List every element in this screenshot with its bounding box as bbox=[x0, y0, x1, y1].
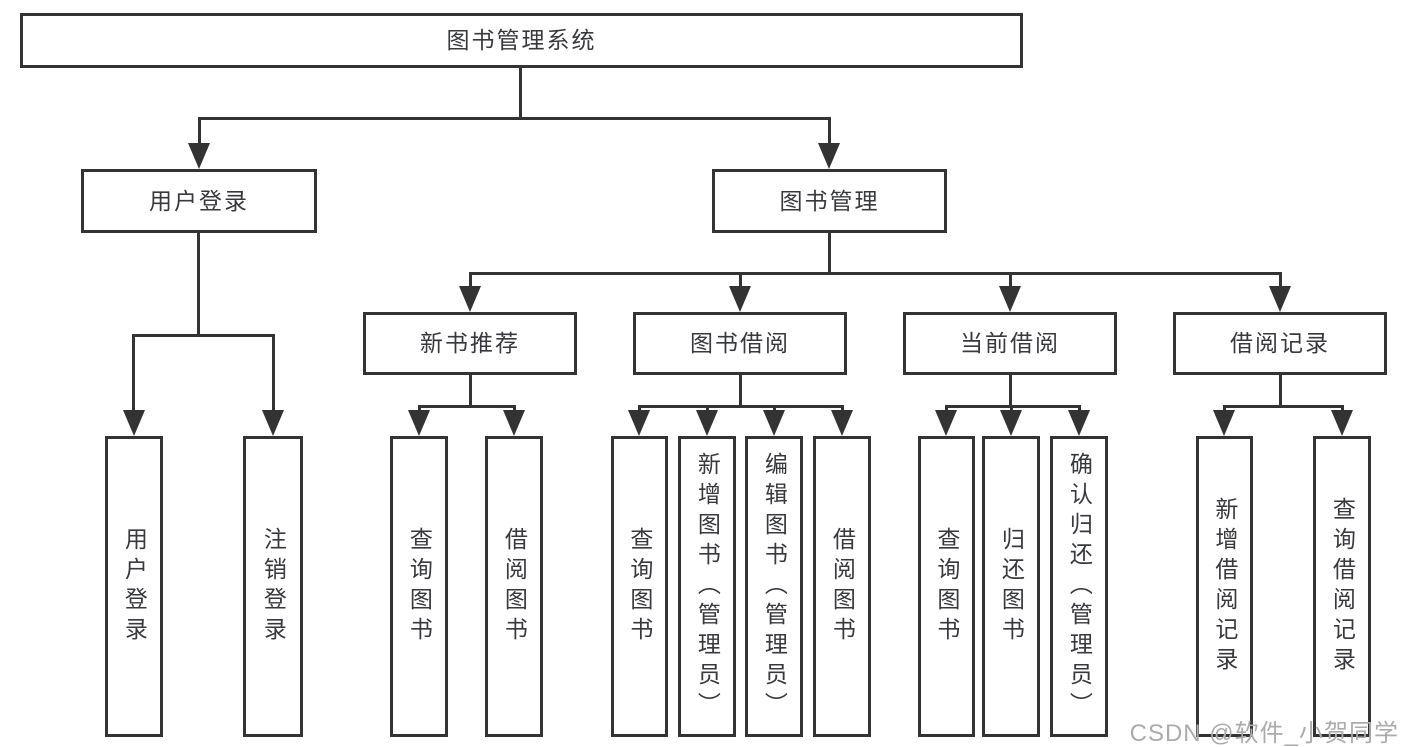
leaf-add-book-admin: 新增图书（管理员） bbox=[678, 436, 736, 737]
arrow-down-icon bbox=[628, 410, 650, 436]
connector-line bbox=[198, 117, 831, 120]
arrow-down-icon bbox=[1213, 410, 1235, 436]
arrow-down-icon bbox=[729, 286, 751, 312]
arrow-down-icon bbox=[408, 410, 430, 436]
arrow-down-icon bbox=[123, 410, 145, 436]
connector-line bbox=[739, 375, 742, 408]
leaf-return-book: 归还图书 bbox=[982, 436, 1040, 737]
leaf-query-books-1: 查询图书 bbox=[390, 436, 448, 737]
leaf-add-borrow-record: 新增借阅记录 bbox=[1196, 436, 1253, 737]
arrow-down-icon bbox=[262, 410, 284, 436]
leaf-logout: 注销登录 bbox=[243, 436, 303, 737]
leaf-borrow-book-2: 借阅图书 bbox=[813, 436, 871, 737]
connector-line bbox=[272, 334, 275, 414]
arrow-down-icon bbox=[831, 410, 853, 436]
connector-line bbox=[739, 272, 742, 288]
node-user-login: 用户登录 bbox=[81, 169, 317, 233]
arrow-down-icon bbox=[696, 410, 718, 436]
arrow-down-icon bbox=[1000, 410, 1022, 436]
node-borrow-records: 借阅记录 bbox=[1173, 312, 1387, 375]
connector-line bbox=[469, 272, 472, 288]
connector-line bbox=[469, 375, 472, 408]
connector-line bbox=[197, 233, 200, 336]
connector-line bbox=[638, 405, 844, 408]
arrow-down-icon bbox=[459, 286, 481, 312]
arrow-down-icon bbox=[763, 410, 785, 436]
node-current-borrowing: 当前借阅 bbox=[903, 312, 1117, 375]
arrow-down-icon bbox=[1331, 410, 1353, 436]
node-book-borrowing: 图书借阅 bbox=[633, 312, 847, 375]
connector-line bbox=[519, 68, 522, 119]
leaf-borrow-book-1: 借阅图书 bbox=[485, 436, 543, 737]
arrow-down-icon bbox=[188, 143, 210, 169]
leaf-confirm-return-admin: 确认归还（管理员） bbox=[1050, 436, 1108, 737]
node-new-book-recommend: 新书推荐 bbox=[363, 312, 577, 375]
connector-line bbox=[1009, 272, 1012, 288]
arrow-down-icon bbox=[1068, 410, 1090, 436]
connector-line bbox=[1279, 272, 1282, 288]
connector-line bbox=[828, 117, 831, 145]
connector-line bbox=[1279, 375, 1282, 408]
node-library-system: 图书管理系统 bbox=[20, 13, 1023, 68]
connector-line bbox=[469, 272, 1282, 275]
connector-line bbox=[418, 405, 516, 408]
watermark: CSDN @软件_小贺同学 bbox=[1129, 720, 1399, 747]
leaf-edit-book-admin: 编辑图书（管理员） bbox=[745, 436, 803, 737]
leaf-user-login: 用户登录 bbox=[105, 436, 163, 737]
node-book-management: 图书管理 bbox=[712, 169, 947, 233]
arrow-down-icon bbox=[999, 286, 1021, 312]
leaf-query-books-3: 查询图书 bbox=[918, 436, 975, 737]
connector-line bbox=[198, 117, 201, 145]
arrow-down-icon bbox=[1269, 286, 1291, 312]
arrow-down-icon bbox=[503, 410, 525, 436]
connector-line bbox=[132, 334, 135, 414]
connector-line bbox=[945, 405, 1081, 408]
connector-line bbox=[132, 334, 275, 337]
connector-line bbox=[1009, 375, 1012, 408]
leaf-query-borrow-record: 查询借阅记录 bbox=[1313, 436, 1371, 737]
leaf-query-books-2: 查询图书 bbox=[611, 436, 668, 737]
arrow-down-icon bbox=[818, 143, 840, 169]
connector-line bbox=[1223, 405, 1344, 408]
arrow-down-icon bbox=[935, 410, 957, 436]
connector-line bbox=[828, 233, 831, 274]
